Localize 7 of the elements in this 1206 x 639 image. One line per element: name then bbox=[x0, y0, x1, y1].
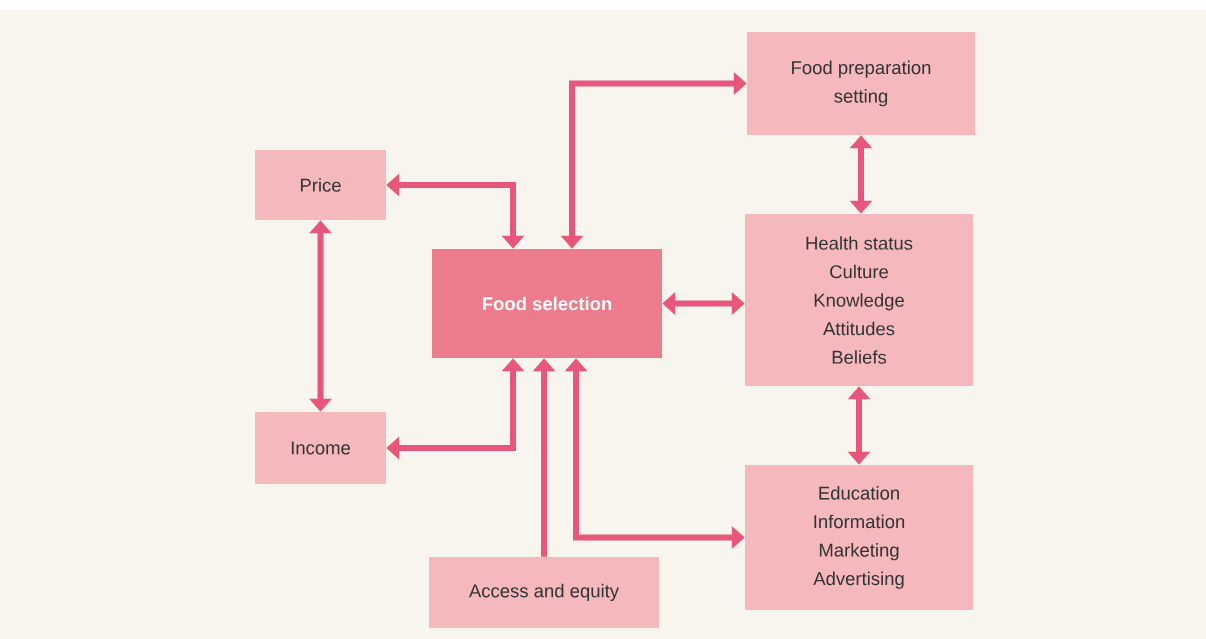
factor-box: Access and equity bbox=[429, 557, 659, 628]
factor-box: Education Information Marketing Advertising bbox=[745, 465, 973, 610]
factor-box: Health status Culture Knowledge Attitudes Beliefs bbox=[745, 214, 973, 386]
factor-box: Price bbox=[255, 150, 386, 220]
factor-box: Income bbox=[255, 412, 386, 484]
factor-box: Food preparation setting bbox=[747, 32, 975, 135]
highlighted-box: Food selection bbox=[432, 249, 662, 358]
